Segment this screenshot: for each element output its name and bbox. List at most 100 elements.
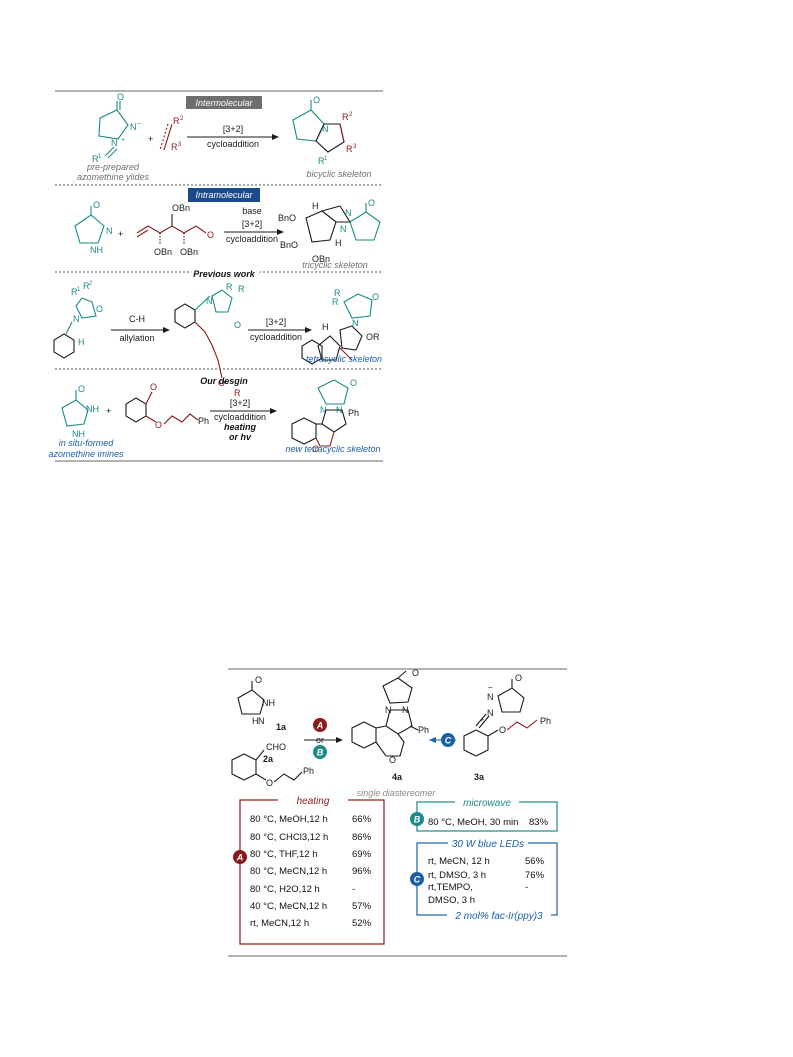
- blue-cond-1: rt, DMSO, 3 h: [428, 870, 486, 881]
- svg-text:OBn: OBn: [154, 247, 172, 257]
- row3-arrow2-bottom: cycloaddition: [250, 332, 302, 342]
- svg-text:3: 3: [353, 144, 357, 150]
- svg-text:OBn: OBn: [312, 254, 330, 264]
- svg-text:BnO: BnO: [280, 240, 298, 250]
- row4-pyrazolidinone: O NH NH: [61, 384, 99, 439]
- row1-plus: +: [148, 134, 153, 144]
- svg-text:O: O: [515, 673, 522, 683]
- blue-yield-1: 76%: [525, 870, 545, 881]
- svg-text:Ph: Ph: [198, 416, 209, 426]
- row2-base: base: [242, 206, 262, 216]
- heating-yield-3: 96%: [352, 866, 372, 877]
- svg-text:N: N: [487, 708, 494, 718]
- svg-text:R: R: [238, 284, 245, 294]
- row1-caption-1: pre-prepared: [86, 162, 140, 172]
- row1-o: O: [117, 92, 124, 102]
- svg-text:O: O: [372, 292, 379, 302]
- microwave-title: microwave: [463, 798, 511, 809]
- heating-rows: 80 °C, MeOH,12 h 66% 80 °C, CHCl3,12 h 8…: [250, 814, 372, 929]
- svg-text:N: N: [206, 296, 213, 306]
- svg-text:+: +: [118, 229, 123, 239]
- compound-1a: O NH H N: [237, 675, 275, 726]
- heating-cond-5: 40 °C, MeCN,12 h: [250, 901, 327, 912]
- svg-text:NH: NH: [262, 698, 275, 708]
- svg-text:1: 1: [98, 154, 102, 160]
- row4-arrow-hv: or hv: [229, 432, 252, 442]
- intermolecular-header-bg: [186, 96, 262, 109]
- svg-text:R: R: [171, 142, 178, 152]
- heating-yield-6: 52%: [352, 918, 372, 929]
- scheme-1: Intermolecular O N − N + R 1 pre-prepare…: [48, 90, 383, 462]
- svg-text:O: O: [389, 755, 396, 765]
- row4-new-tetracyclic-product: O N N Ph O: [291, 378, 359, 454]
- svg-text:O: O: [412, 668, 419, 678]
- svg-text:R: R: [83, 281, 90, 291]
- svg-text:1: 1: [77, 287, 81, 293]
- row2-dialdehyde: OBn OBn OBn O: [136, 203, 214, 257]
- svg-text:N: N: [345, 208, 352, 218]
- heating-cond-1: 80 °C, CHCl3,12 h: [250, 832, 328, 843]
- svg-text:BnO: BnO: [278, 213, 296, 223]
- svg-text:N: N: [320, 405, 327, 415]
- row1-arrow-bottom: cycloaddition: [207, 139, 259, 149]
- blue-title: 30 W blue LEDs: [452, 839, 524, 850]
- microwave-yield: 83%: [529, 817, 549, 828]
- intramolecular-header: Intramolecular: [195, 190, 253, 200]
- row4-product-caption: new tetracyclic skeleton: [285, 444, 380, 454]
- svg-text:O: O: [499, 725, 506, 735]
- heating-yield-1: 86%: [352, 832, 372, 843]
- compound-3a: O N − N + O Ph: [463, 673, 551, 757]
- svg-text:OBn: OBn: [172, 203, 190, 213]
- svg-text:O: O: [218, 378, 225, 388]
- row4-arrow-heating: heating: [224, 422, 257, 432]
- heating-cond-6: rt, MeCN,12 h: [250, 918, 309, 929]
- svg-text:Ph: Ph: [540, 716, 551, 726]
- badge-b-box: [410, 812, 424, 826]
- svg-text:A: A: [316, 721, 324, 731]
- row4-caption-2: azomethine imines: [48, 449, 124, 459]
- svg-text:A: A: [236, 853, 244, 863]
- row3-starting-material: R 1 R 2 O N H: [53, 281, 103, 359]
- svg-text:O: O: [368, 198, 375, 208]
- svg-text:R: R: [173, 116, 180, 126]
- our-design-header: Our desgin: [200, 376, 248, 386]
- svg-text:R: R: [342, 112, 349, 122]
- blue-footer: 2 mol% fac-Ir(ppy)3: [454, 911, 543, 922]
- badge-c-box: [410, 872, 424, 886]
- compound-4a: O N N Ph O: [351, 668, 429, 765]
- svg-text:NH: NH: [86, 404, 99, 414]
- svg-text:N: N: [111, 138, 118, 148]
- svg-text:N: N: [73, 314, 80, 324]
- svg-text:N: N: [385, 705, 392, 715]
- badge-b-top: [313, 745, 327, 759]
- microwave-cond: 80 °C, MeOH, 30 min: [428, 817, 518, 828]
- svg-text:H: H: [335, 238, 342, 248]
- row2-tricyclic-product: O N N H H BnO BnO OBn: [278, 198, 381, 264]
- row1-caption-2: azomethine ylides: [77, 172, 150, 182]
- svg-text:O: O: [313, 95, 320, 105]
- svg-text:R: R: [334, 288, 341, 298]
- svg-text:R: R: [346, 144, 353, 154]
- microwave-box: microwave B 80 °C, MeOH, 30 min 83%: [410, 796, 558, 832]
- badge-c-top: [441, 733, 455, 747]
- blue-cond-0: rt, MeCN, 12 h: [428, 856, 490, 867]
- svg-text:Ph: Ph: [303, 766, 314, 776]
- svg-text:2: 2: [180, 116, 184, 122]
- row3-arrow1-bottom: allylation: [119, 333, 154, 343]
- svg-text:H: H: [252, 716, 259, 726]
- svg-text:R: R: [226, 282, 233, 292]
- svg-text:O: O: [93, 200, 100, 210]
- svg-text:R: R: [92, 154, 99, 164]
- blue-cond-2: rt,TEMPO,: [428, 882, 473, 893]
- svg-text:+: +: [121, 137, 125, 144]
- heating-title: heating: [297, 796, 330, 807]
- label-2a: 2a: [263, 754, 274, 764]
- svg-text:O: O: [350, 378, 357, 388]
- svg-text:+: +: [480, 717, 484, 724]
- row1-n: N: [130, 122, 137, 132]
- svg-text:3: 3: [178, 142, 182, 148]
- row3-tetracyclic-product: O R R N OR H: [301, 288, 380, 365]
- row4-aldehyde: O O Ph: [125, 382, 209, 430]
- row1-bicyclic-product: O N R 2 R 3 R 1: [292, 95, 357, 166]
- badge-a-top: [313, 718, 327, 732]
